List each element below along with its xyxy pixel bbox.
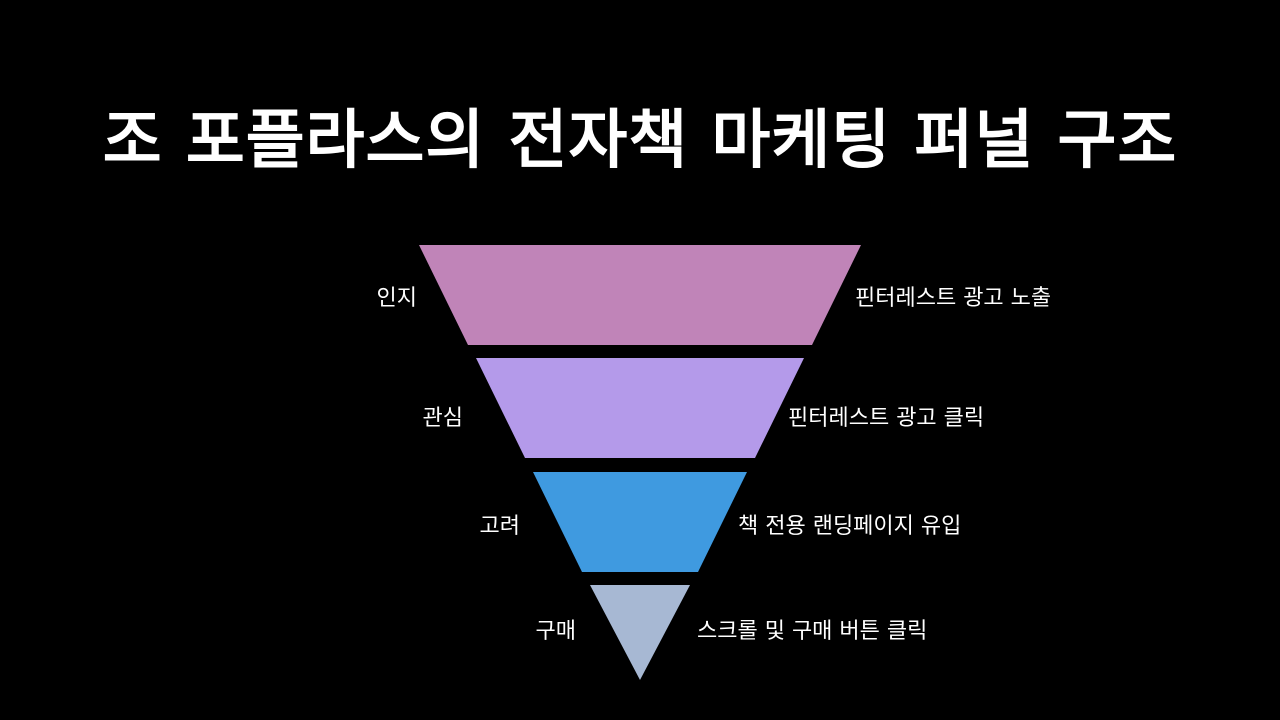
stage-desc-interest: 핀터레스트 광고 클릭 bbox=[788, 406, 985, 431]
stage-desc-purchase: 스크롤 및 구매 버튼 클릭 bbox=[697, 619, 928, 644]
stage-label-consideration: 고려 bbox=[479, 514, 520, 539]
stage-label-interest: 관심 bbox=[422, 406, 463, 431]
funnel-stage-consideration bbox=[533, 472, 747, 572]
stage-desc-consideration: 책 전용 랜딩페이지 유입 bbox=[738, 514, 962, 539]
page-title: 조 포플라스의 전자책 마케팅 퍼널 구조 bbox=[102, 104, 1178, 178]
stage-label-awareness: 인지 bbox=[376, 286, 417, 311]
funnel-stage-interest bbox=[476, 358, 804, 458]
funnel-stage-purchase bbox=[590, 585, 690, 680]
stage-desc-awareness: 핀터레스트 광고 노출 bbox=[855, 286, 1052, 311]
stage-label-purchase: 구매 bbox=[535, 619, 576, 644]
funnel-stage-awareness bbox=[419, 245, 861, 345]
